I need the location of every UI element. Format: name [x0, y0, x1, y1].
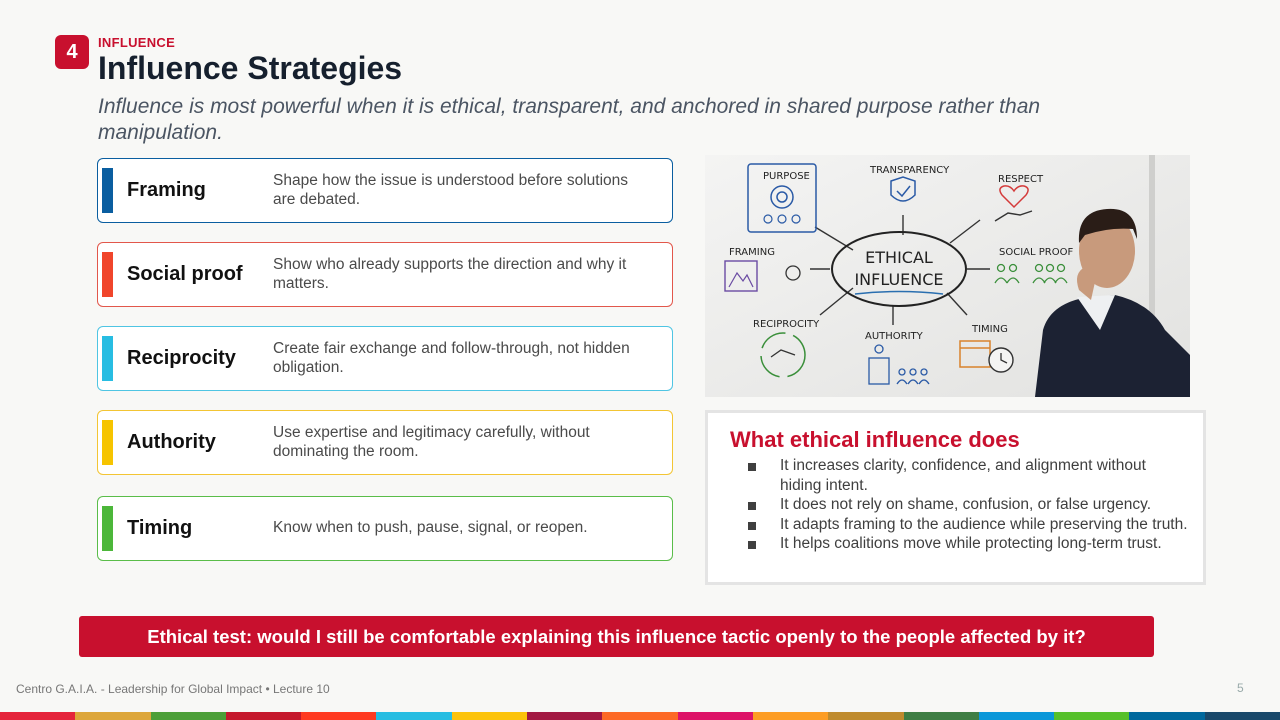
label-purpose: PURPOSE	[763, 171, 810, 182]
info-box-list: It increases clarity, confidence, and al…	[748, 456, 1188, 554]
strategy-description: Show who already supports the direction …	[273, 255, 627, 293]
stripe-segment	[150, 712, 226, 720]
strategy-description: Know when to push, pause, signal, or reo…	[273, 519, 588, 537]
list-item: It adapts framing to the audience while …	[748, 515, 1188, 535]
strategy-card-framing: Framing Shape how the issue is understoo…	[97, 158, 673, 223]
bullet-square-icon	[748, 521, 756, 530]
handshake-icon	[994, 210, 1033, 222]
strategy-color-bar	[102, 336, 113, 381]
stripe-segment	[0, 712, 76, 720]
picture-frame-icon	[724, 260, 758, 292]
stripe-segment	[752, 712, 829, 720]
strategy-color-bar	[102, 506, 113, 551]
cycle-arrows-icon	[760, 332, 806, 378]
page-number: 5	[1237, 681, 1244, 695]
strategy-name: Timing	[127, 516, 193, 539]
podium-icon	[868, 344, 930, 385]
people-icon	[994, 263, 1068, 284]
stripe-segment	[978, 712, 1055, 720]
label-transparency: TRANSPARENCY	[869, 165, 950, 176]
strategy-description: Use expertise and legitimacy carefully, …	[273, 423, 590, 461]
list-item-text: It adapts framing to the audience while …	[780, 515, 1188, 533]
ethical-influence-illustration: ETHICAL INFLUENCE PURPOSE TRANSPARENCY R…	[705, 155, 1190, 397]
center-ellipse	[831, 231, 967, 307]
strategy-color-bar	[102, 420, 113, 465]
label-authority: AUTHORITY	[865, 331, 924, 342]
stripe-segment	[1204, 712, 1280, 720]
page-title: Influence Strategies	[98, 50, 403, 86]
stripe-segment	[828, 712, 904, 720]
stripe-segment	[1054, 712, 1130, 720]
list-item: It helps coalitions move while protectin…	[748, 534, 1188, 554]
label-timing: TIMING	[971, 324, 1008, 335]
strategy-card-authority: Authority Use expertise and legitimacy c…	[97, 410, 673, 475]
strategy-card-reciprocity: Reciprocity Create fair exchange and fol…	[97, 326, 673, 391]
center-text-line2: INFLUENCE	[854, 270, 943, 289]
page-subtitle: Influence is most powerful when it is et…	[98, 95, 1041, 144]
thinking-man-figure	[1035, 208, 1190, 397]
strategy-color-bar	[102, 168, 113, 213]
lightbulb-icon	[785, 265, 801, 281]
stripe-segment	[1129, 712, 1205, 720]
strategy-name: Social proof	[127, 262, 243, 285]
footer-text: Centro G.A.I.A. - Leadership for Global …	[16, 682, 330, 696]
ethical-test-banner: Ethical test: would I still be comfortab…	[79, 616, 1154, 657]
bullet-square-icon	[748, 502, 756, 510]
stripe-segment	[602, 712, 678, 720]
strategy-description: Shape how the issue is understood before…	[273, 171, 629, 209]
ethical-influence-info-box: What ethical influence does It increases…	[705, 410, 1206, 585]
info-box-title: What ethical influence does	[730, 427, 1020, 452]
list-item-text: It helps coalitions move while protectin…	[780, 535, 1162, 552]
strategy-card-timing: Timing Know when to push, pause, signal,…	[97, 496, 673, 561]
strategy-name: Reciprocity	[127, 346, 236, 369]
heart-icon	[999, 185, 1029, 209]
list-item: It increases clarity, confidence, and al…	[748, 456, 1188, 495]
strategy-name: Framing	[127, 178, 206, 201]
section-label: INFLUENCE	[98, 35, 176, 50]
stripe-segment	[75, 712, 151, 720]
strategy-name: Authority	[127, 430, 216, 453]
stripe-segment	[903, 712, 979, 720]
purpose-icon	[747, 163, 817, 233]
color-stripe	[0, 712, 1280, 720]
diagram-arrows	[810, 215, 990, 325]
stripe-segment	[301, 712, 377, 720]
stripe-segment	[527, 712, 603, 720]
list-item: It does not rely on shame, confusion, or…	[748, 495, 1188, 515]
center-text-line1: ETHICAL	[865, 248, 933, 267]
strategy-description: Create fair exchange and follow-through,…	[273, 339, 630, 377]
bullet-square-icon	[748, 541, 756, 549]
stripe-segment	[677, 712, 753, 720]
list-item-text: It does not rely on shame, confusion, or…	[780, 496, 1152, 513]
bullet-square-icon	[748, 463, 756, 471]
label-reciprocity: RECIPROCITY	[753, 319, 820, 330]
label-respect: RESPECT	[998, 174, 1044, 185]
stripe-segment	[225, 712, 302, 720]
label-framing: FRAMING	[729, 247, 775, 258]
list-item-text: It increases clarity, confidence, and al…	[780, 457, 1146, 494]
label-social-proof: SOCIAL PROOF	[999, 247, 1073, 258]
stripe-segment	[376, 712, 452, 720]
strategy-color-bar	[102, 252, 113, 297]
strategy-card-social-proof: Social proof Show who already supports t…	[97, 242, 673, 307]
section-number-badge: 4	[55, 35, 89, 69]
shield-icon	[890, 176, 916, 202]
stripe-segment	[451, 712, 528, 720]
